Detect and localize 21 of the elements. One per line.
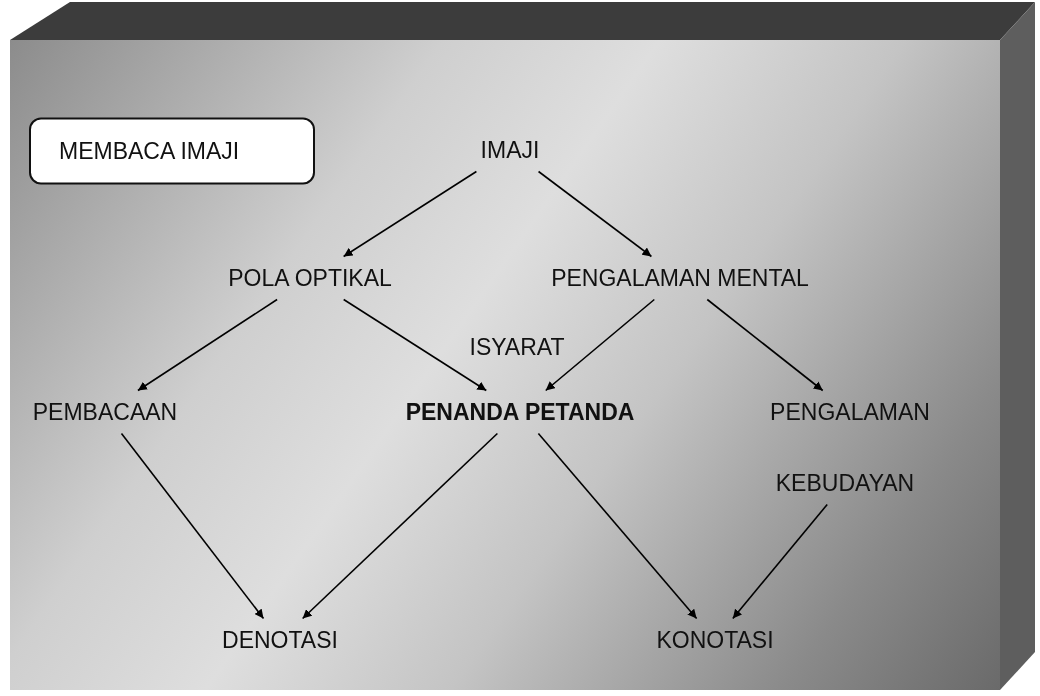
arrow	[137, 298, 278, 392]
concept-label: PENANDA PETANDA	[395, 390, 645, 434]
concept-label: PEMBACAAN	[22, 390, 188, 434]
concept-label: IMAJI	[470, 128, 550, 172]
title-box: MEMBACA IMAJI	[29, 117, 315, 185]
arrow	[732, 503, 828, 620]
arrow	[120, 432, 265, 620]
arrow	[537, 170, 653, 258]
concept-label: PENGALAMAN MENTAL	[541, 256, 819, 300]
concept-label: DENOTASI	[212, 618, 348, 662]
arrow	[342, 298, 488, 392]
arrow	[342, 170, 478, 258]
arrow	[301, 432, 499, 620]
arrow	[706, 298, 824, 392]
arrow	[544, 298, 656, 392]
concept-label: KONOTASI	[646, 618, 784, 662]
concept-label: PENGALAMAN	[760, 390, 940, 434]
arrow	[537, 432, 698, 620]
concept-label: KEBUDAYAN	[765, 461, 925, 505]
concept-label: POLA OPTIKAL	[218, 256, 402, 300]
floating-label: ISYARAT	[469, 333, 565, 361]
